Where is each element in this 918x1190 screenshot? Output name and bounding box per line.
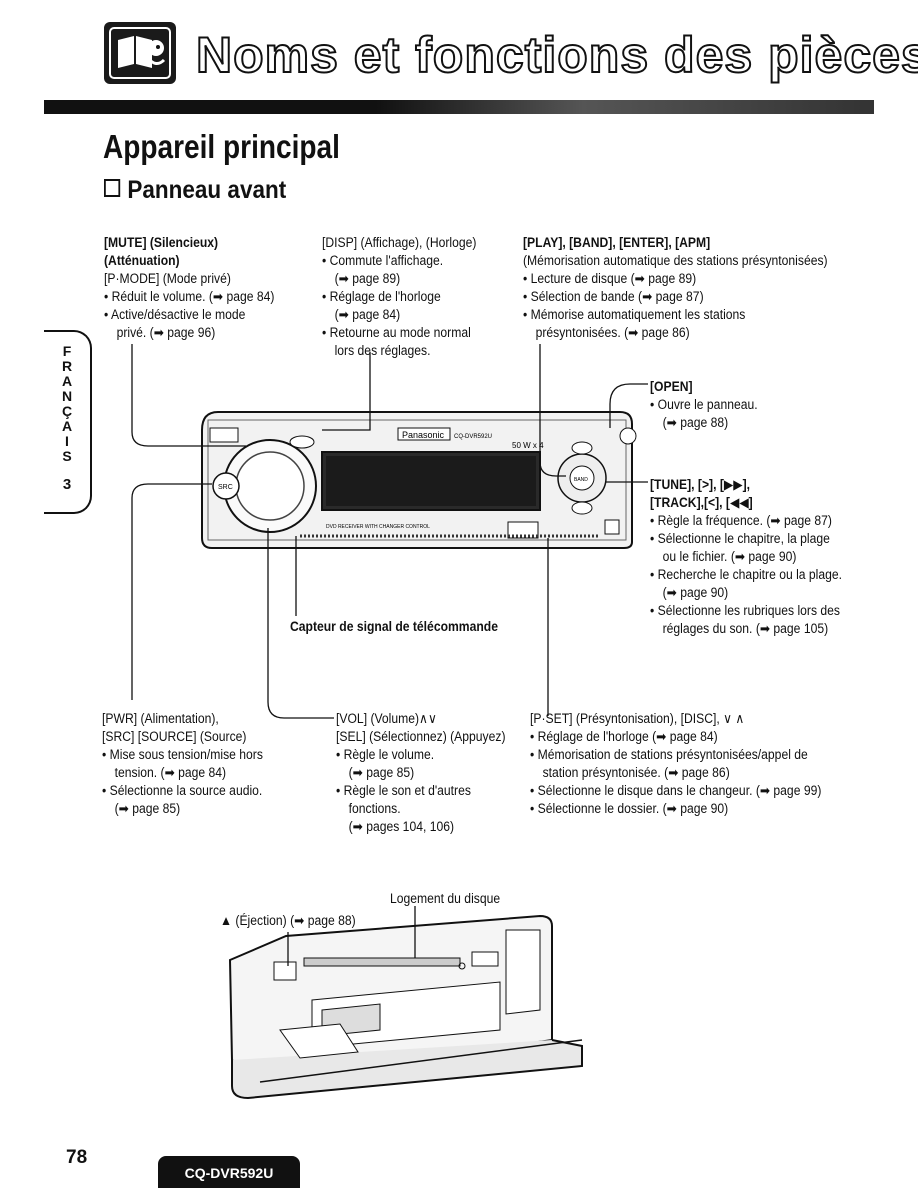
sel-label: [SEL] (Sélectionnez) (Appuyez)	[336, 729, 506, 744]
page-title: Noms et fonctions des pièces	[195, 26, 918, 84]
folder-desc: Sélectionne le dossier. (➡ page 90)	[530, 800, 821, 818]
section-title: Appareil principal	[103, 128, 340, 165]
callout-disp: [DISP] (Affichage), (Horloge) Commute l'…	[322, 234, 476, 360]
callout-vol: [VOL] (Volume)∧∨ [SEL] (Sélectionnez) (A…	[336, 710, 506, 836]
section-subtitle: Panneau avant	[104, 176, 286, 205]
device-brand: Panasonic	[402, 430, 445, 440]
disp-label: [DISP] (Affichage), (Horloge)	[322, 235, 477, 250]
chapter-desc-cont: ou le fichier. (➡ page 90)	[662, 549, 797, 564]
sound-desc: Sélectionne les rubriques lors des	[650, 602, 842, 620]
chapter-desc: Sélectionne le chapitre, la plage	[650, 530, 842, 548]
source-desc: Sélectionne la source audio.	[102, 782, 263, 800]
tune-label: [TUNE], [>], [▶▶],	[650, 477, 751, 492]
clock-desc: Réglage de l'horloge	[322, 288, 476, 306]
sel-pages: (➡ pages 104, 106)	[348, 819, 455, 834]
sound-desc-cont: réglages du son. (➡ page 105)	[662, 621, 829, 636]
device-src-button-label: SRC	[218, 484, 233, 491]
panel-back-drawing	[228, 914, 583, 1100]
vol-page: (➡ page 85)	[348, 765, 415, 780]
track-label: [TRACK],[<], [◀◀]	[650, 495, 753, 510]
disp-button	[289, 435, 315, 449]
apm-desc: Mémorise automatiquement les stations	[523, 306, 828, 324]
preset-desc: Mémorisation de stations présyntonisées/…	[530, 746, 821, 764]
callout-open: [OPEN] Ouvre le panneau. (➡ page 88)	[650, 378, 758, 432]
side-letter: S	[62, 448, 72, 464]
src-button	[212, 472, 240, 500]
callout-remote-sensor: Capteur de signal de télécommande	[290, 619, 498, 634]
pmode-desc-cont: privé. (➡ page 96)	[116, 325, 216, 340]
normal-mode-cont: lors des réglages.	[334, 343, 431, 358]
band-desc: Sélection de bande (➡ page 87)	[523, 288, 828, 306]
open-label: [OPEN]	[650, 379, 693, 394]
slot-label: Logement du disque	[390, 891, 501, 906]
open-page: (➡ page 88)	[662, 415, 729, 430]
mute-desc: Réduit le volume. (➡ page 84)	[104, 288, 275, 306]
attenuation-label: (Atténuation)	[104, 253, 180, 268]
side-letter: F	[62, 343, 72, 359]
open-desc: Ouvre le panneau.	[650, 396, 758, 414]
language-letters: F R A N Ç A I S	[58, 344, 76, 464]
side-letter: A	[61, 418, 73, 434]
vol-label: [VOL] (Volume)∧∨	[336, 711, 437, 726]
pmode-desc: Active/désactive le mode	[104, 306, 274, 324]
search-desc: Recherche le chapitre ou la plage.	[650, 566, 842, 584]
device-wattage: 50 W x 4	[512, 441, 544, 450]
pset-clock-desc: Réglage de l'horloge (➡ page 84)	[530, 728, 821, 746]
power-desc: Mise sous tension/mise hors	[102, 746, 263, 764]
sel-desc-cont: fonctions.	[348, 801, 401, 816]
pmode-label: [P·MODE] (Mode privé)	[104, 271, 231, 286]
mute-label: [MUTE] (Silencieux)	[104, 235, 219, 250]
side-letter: Ç	[61, 403, 73, 419]
disc-slot	[303, 957, 461, 967]
callout-pwr: [PWR] (Alimentation), [SRC] [SOURCE] (So…	[102, 710, 263, 818]
src-label: [SRC] [SOURCE] (Source)	[102, 729, 247, 744]
eject-label: ▲ (Éjection) (➡ page 88)	[220, 913, 356, 928]
device-band-button-label: BAND	[574, 477, 588, 483]
language-side-tab	[44, 330, 92, 514]
device-footer-text: DVD RECEIVER WITH CHANGER CONTROL	[326, 524, 430, 530]
disp-page: (➡ page 89)	[334, 271, 401, 286]
apm-label: (Mémorisation automatique des stations p…	[523, 253, 828, 268]
tune-desc: Règle la fréquence. (➡ page 87)	[650, 512, 842, 530]
header-rule	[44, 100, 874, 114]
clock-page: (➡ page 84)	[334, 307, 401, 322]
side-letter: A	[61, 373, 73, 389]
disc-desc: Sélectionne le disque dans le changeur. …	[530, 782, 822, 800]
page-number: 78	[66, 1147, 88, 1168]
power-desc-cont: tension. (➡ page 84)	[114, 765, 227, 780]
eject-button	[273, 961, 297, 981]
callout-mute: [MUTE] (Silencieux) (Atténuation) [P·MOD…	[104, 234, 274, 342]
side-number: 3	[62, 476, 72, 493]
vol-desc: Règle le volume.	[336, 746, 506, 764]
pwr-label: [PWR] (Alimentation),	[102, 711, 219, 726]
play-label: [PLAY], [BAND], [ENTER], [APM]	[523, 235, 711, 250]
sel-desc: Règle le son et d'autres	[336, 782, 506, 800]
search-page: (➡ page 90)	[662, 585, 729, 600]
apm-desc-cont: présyntonisées. (➡ page 86)	[535, 325, 690, 340]
preset-desc-cont: station présyntonisée. (➡ page 86)	[542, 765, 730, 780]
play-desc: Lecture de disque (➡ page 89)	[523, 270, 828, 288]
side-letter: N	[61, 388, 73, 404]
callout-play: [PLAY], [BAND], [ENTER], [APM] (Mémorisa…	[523, 234, 828, 342]
checkbox-square-icon	[104, 179, 121, 197]
device-model-display: CQ-DVR592U	[454, 434, 492, 440]
side-letter: R	[61, 358, 73, 374]
book-mascot-icon	[104, 22, 176, 84]
side-letter: I	[65, 433, 69, 449]
source-page: (➡ page 85)	[114, 801, 181, 816]
subtitle-text: Panneau avant	[127, 176, 287, 204]
callout-tune: [TUNE], [>], [▶▶], [TRACK],[<], [◀◀] Règ…	[650, 476, 842, 638]
callout-pset: [P·SET] (Présyntonisation), [DISC], ∨ ∧ …	[530, 710, 821, 818]
model-tab: CQ-DVR592U	[158, 1156, 300, 1188]
open-button	[619, 427, 637, 445]
disp-desc: Commute l'affichage.	[322, 252, 476, 270]
normal-mode-desc: Retourne au mode normal	[322, 324, 476, 342]
pset-label: [P·SET] (Présyntonisation), [DISC], ∨ ∧	[530, 711, 745, 726]
